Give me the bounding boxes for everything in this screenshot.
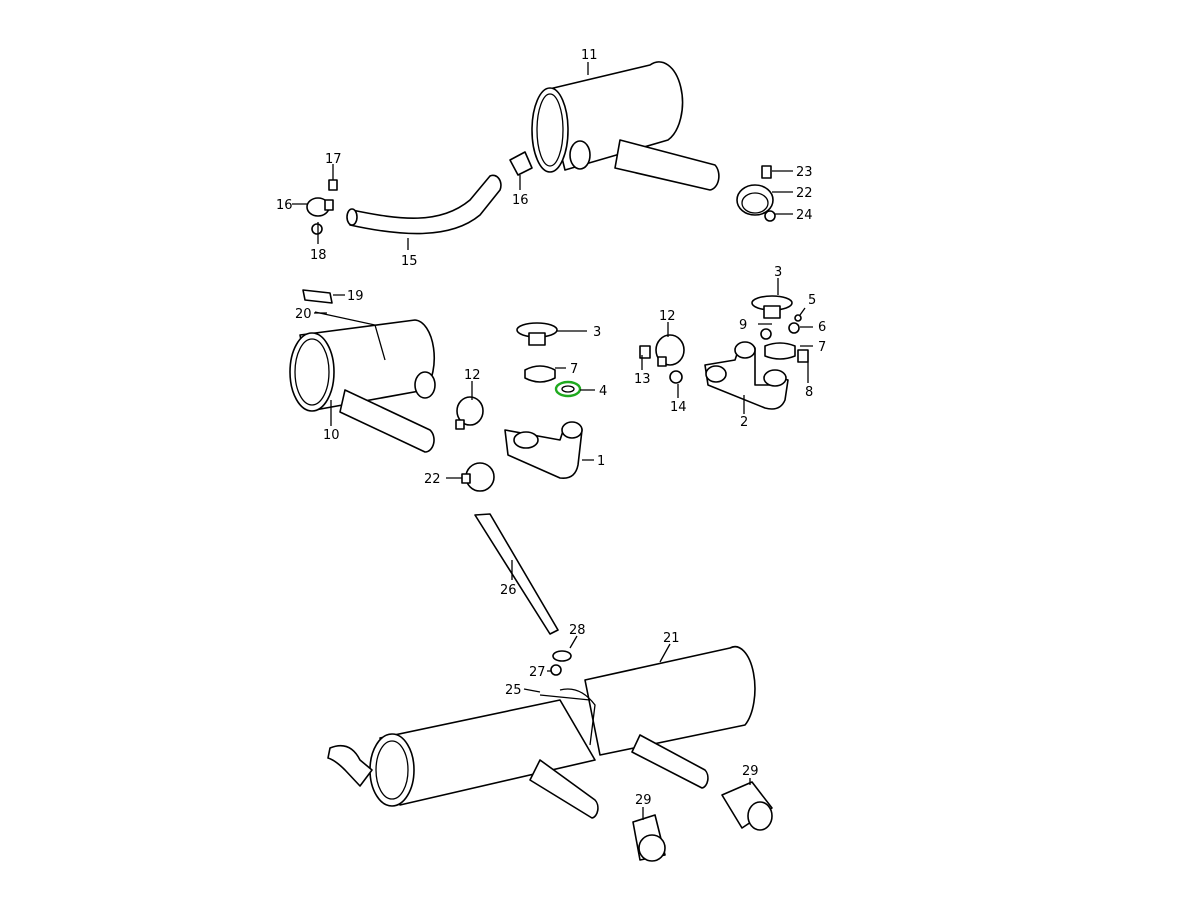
callout-labels: 11 17 16 18 15 16 23 22 24 19 20 10 3 7 …: [276, 48, 826, 808]
callout-9[interactable]: 9: [739, 318, 747, 333]
part-19-bracket[interactable]: [302, 289, 333, 304]
part-12-clamp[interactable]: [455, 396, 484, 430]
part-14-nut[interactable]: [669, 370, 683, 384]
part-27-nut[interactable]: [550, 664, 562, 676]
callout-5[interactable]: 5: [808, 293, 816, 308]
part-5-washer[interactable]: [794, 314, 802, 322]
leader-lines: [292, 62, 813, 820]
callout-7[interactable]: 7: [570, 362, 578, 377]
callout-23[interactable]: 23: [796, 165, 813, 180]
part-12-clamp[interactable]: [655, 334, 685, 367]
callout-13[interactable]: 13: [634, 372, 651, 387]
part-1-pipe[interactable]: [504, 421, 583, 480]
callout-29[interactable]: 29: [742, 764, 759, 779]
callout-15[interactable]: 15: [401, 254, 418, 269]
part-23-bolt[interactable]: [761, 165, 772, 179]
part-29-tailpipe[interactable]: [632, 814, 666, 862]
part-18-nut[interactable]: [311, 223, 323, 235]
part-9-nut[interactable]: [760, 328, 772, 340]
callout-2[interactable]: 2: [740, 415, 748, 430]
callout-18[interactable]: 18: [310, 248, 327, 263]
part-16-clamp[interactable]: [306, 197, 334, 217]
part-6-nut[interactable]: [788, 322, 800, 334]
callout-22[interactable]: 22: [424, 472, 441, 487]
part-3-flange[interactable]: [516, 322, 558, 346]
part-7-clamp[interactable]: [524, 365, 556, 383]
callout-27[interactable]: 27: [529, 665, 546, 680]
callout-3[interactable]: 3: [593, 325, 601, 340]
callout-28[interactable]: 28: [569, 623, 586, 638]
callout-4[interactable]: 4: [599, 384, 607, 399]
part-28-washer[interactable]: [552, 650, 572, 662]
callout-8[interactable]: 8: [805, 385, 813, 400]
part-2-pipe[interactable]: [704, 341, 789, 410]
part-22-clamp[interactable]: [461, 462, 495, 492]
callout-24[interactable]: 24: [796, 208, 813, 223]
part-26-rod[interactable]: [474, 513, 559, 635]
part-29-tailpipe[interactable]: [721, 781, 773, 831]
callout-16[interactable]: 16: [512, 193, 529, 208]
callout-22[interactable]: 22: [796, 186, 813, 201]
part-22-clamp[interactable]: [736, 184, 774, 216]
part-24-nut[interactable]: [764, 210, 776, 222]
part-17-bolt[interactable]: [328, 179, 338, 191]
callout-3[interactable]: 3: [774, 265, 782, 280]
part-15-pipe[interactable]: [346, 174, 502, 235]
part-7-clamp[interactable]: [764, 342, 796, 360]
callout-12[interactable]: 12: [464, 368, 481, 383]
callout-11[interactable]: 11: [581, 48, 598, 63]
callout-6[interactable]: 6: [818, 320, 826, 335]
callout-14[interactable]: 14: [670, 400, 687, 415]
part-4-gasket[interactable]: [554, 380, 582, 398]
part-20-strap[interactable]: [314, 311, 386, 361]
part-21-rear-muffler[interactable]: [327, 645, 756, 819]
callout-7[interactable]: 7: [818, 340, 826, 355]
part-13-bolt[interactable]: [639, 345, 651, 359]
callout-29[interactable]: 29: [635, 793, 652, 808]
callout-12[interactable]: 12: [659, 309, 676, 324]
callout-26[interactable]: 26: [500, 583, 517, 598]
part-11-muffler[interactable]: [531, 61, 720, 191]
part-10-muffler[interactable]: [289, 319, 436, 453]
callout-20[interactable]: 20: [295, 307, 312, 322]
callout-10[interactable]: 10: [323, 428, 340, 443]
callout-16[interactable]: 16: [276, 198, 293, 213]
callout-19[interactable]: 19: [347, 289, 364, 304]
callout-17[interactable]: 17: [325, 152, 342, 167]
callout-1[interactable]: 1: [597, 454, 605, 469]
part-16-clamp[interactable]: [509, 151, 533, 176]
part-25-clamp[interactable]: [539, 688, 596, 746]
callout-21[interactable]: 21: [663, 631, 680, 646]
part-8-bolt[interactable]: [797, 349, 809, 363]
callout-25[interactable]: 25: [505, 683, 522, 698]
part-3-flange[interactable]: [751, 295, 793, 319]
